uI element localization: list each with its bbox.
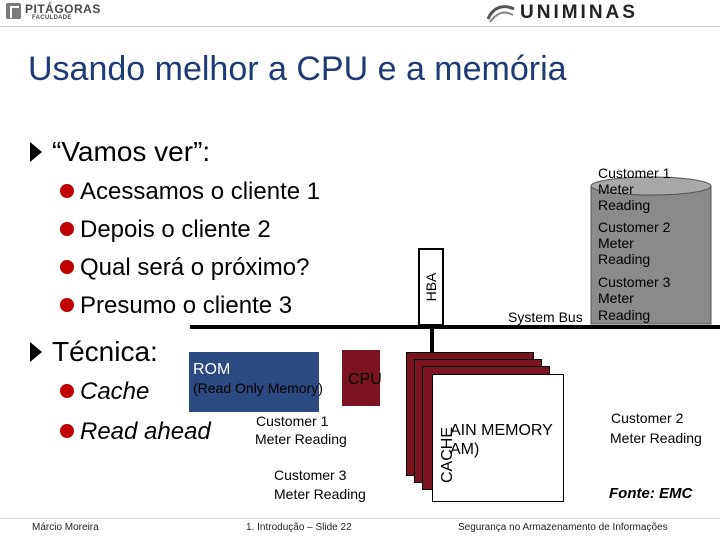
disk-line-3: Reading [598,197,651,213]
disk-drive-icon [590,176,712,325]
hba-label: HBA [423,272,439,302]
bullet-vamos-ver: “Vamos ver”: [30,136,210,168]
slide-title: Usando melhor a CPU e a memória [28,50,567,88]
disk-line-6: Reading [598,251,651,267]
hba-box: HBA [418,248,444,326]
bullet-tecnica-text: Técnica: [52,336,158,367]
disk-line-7: Customer 3 [598,274,671,290]
rom-box: ROM [189,352,319,412]
uniminas-logo-name: UNIMINAS [520,2,638,23]
disk-line-8: Meter [598,290,634,306]
footer-slide-ref: 1. Introdução – Slide 22 [246,522,352,533]
red-dot-icon [60,222,74,236]
system-bus-label: System Bus [508,309,583,325]
cpu-label: CPU [348,371,382,388]
pitagoras-logo-mark-icon [6,3,21,19]
footer-divider [0,518,720,519]
customer-2-sub: Meter Reading [610,430,702,446]
rom-title: ROM [193,361,231,378]
customer-1-sub: Meter Reading [255,431,347,447]
sub-bullet-4: Presumo o cliente 3 [60,292,292,320]
sub-bullet-4-text: Presumo o cliente 3 [80,292,293,319]
sub-bullet-2: Depois o cliente 2 [60,216,271,244]
sub-bullet-1-text: Acessamos o cliente 1 [80,178,321,205]
pitagoras-logo: PITÁGORAS FACULDADE [6,2,116,21]
disk-line-2: Meter [598,181,634,197]
red-dot-icon [60,260,74,274]
red-dot-icon [60,384,74,398]
customer-3-label: Customer 3 [274,467,347,483]
red-dot-icon [60,424,74,438]
pitagoras-logo-name: PITÁGORAS [25,2,101,16]
red-dot-icon [60,298,74,312]
rom-subtitle: (Read Only Memory) [193,380,323,396]
arrow-bullet-icon [30,141,42,162]
cpu-box [342,350,380,406]
system-bus-line [190,325,720,329]
sub-bullet-read-ahead-text: Read ahead [80,418,211,445]
header-divider [0,26,720,27]
bullet-vamos-ver-text: “Vamos ver”: [52,136,211,167]
disk-line-1: Customer 1 [598,165,671,181]
sub-bullet-3: Qual será o próximo? [60,254,309,282]
disk-line-4: Customer 2 [598,219,671,235]
main-memory-card [432,374,564,502]
footer-course: Segurança no Armazenamento de Informaçõe… [458,522,668,533]
arrow-bullet-icon [30,341,42,362]
sub-bullet-2-text: Depois o cliente 2 [80,216,271,243]
footer-author: Márcio Moreira [32,522,99,533]
pitagoras-logo-sub: FACULDADE [32,15,72,21]
sub-bullet-3-text: Qual será o próximo? [80,254,310,281]
red-dot-icon [60,184,74,198]
uniminas-logo: UNIMINAS [486,2,706,23]
uniminas-swirl-icon [486,5,515,23]
main-memory-label-2: AM) [450,441,480,458]
sub-bullet-read-ahead: Read ahead [60,418,211,446]
disk-line-5: Meter [598,235,634,251]
main-memory-label-1: AIN MEMORY [450,422,553,439]
hba-connector [430,326,434,352]
customer-2-label: Customer 2 [611,410,684,426]
bullet-tecnica: Técnica: [30,336,158,368]
source-caption: Fonte: EMC [609,485,693,502]
sub-bullet-cache: Cache [60,378,149,406]
customer-1-label: Customer 1 [256,413,329,429]
disk-line-9: Reading [598,307,651,323]
sub-bullet-cache-text: Cache [80,378,150,405]
customer-3-sub: Meter Reading [274,486,366,502]
sub-bullet-1: Acessamos o cliente 1 [60,178,320,206]
